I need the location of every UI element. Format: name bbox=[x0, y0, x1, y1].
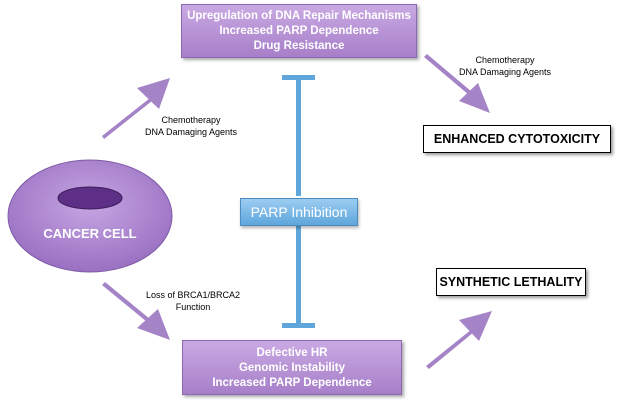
synthetic-lethality-box: SYNTHETIC LETHALITY bbox=[436, 268, 586, 296]
bottom-process-box: Defective HR Genomic Instability Increas… bbox=[182, 340, 402, 395]
top-box-line-3: Drug Resistance bbox=[253, 40, 345, 52]
chemo-label-left-line-2: DNA Damaging Agents bbox=[144, 127, 238, 137]
arrow-cell-to-bottom bbox=[102, 282, 170, 340]
brca-label: Loss of BRCA1/BRCA2 Function bbox=[138, 289, 248, 313]
brca-label-line-1: Loss of BRCA1/BRCA2 bbox=[145, 290, 241, 300]
cancer-cell-shape bbox=[7, 159, 173, 273]
bottom-box-line-3: Increased PARP Dependence bbox=[212, 377, 372, 389]
top-process-box: Upregulation of DNA Repair Mechanisms In… bbox=[181, 4, 417, 58]
bottom-box-line-2: Genomic Instability bbox=[238, 362, 346, 374]
chemo-label-left: Chemotherapy DNA Damaging Agents bbox=[136, 114, 246, 138]
top-box-line-1: Upregulation of DNA Repair Mechanisms bbox=[187, 10, 411, 22]
arrow-bottom-to-lethality bbox=[426, 311, 492, 369]
chemo-label-left-line-1: Chemotherapy bbox=[161, 115, 221, 125]
nucleus-shape bbox=[57, 186, 123, 210]
chemo-label-right-line-1: Chemotherapy bbox=[475, 55, 535, 65]
bottom-box-line-1: Defective HR bbox=[256, 347, 328, 359]
inhibition-bar-top bbox=[282, 75, 315, 196]
chemo-label-right-line-2: DNA Damaging Agents bbox=[458, 67, 552, 77]
parp-inhibition-box: PARP Inhibition bbox=[240, 198, 358, 226]
chemo-label-right: Chemotherapy DNA Damaging Agents bbox=[450, 54, 560, 78]
arrow-top-to-cytotoxicity bbox=[424, 54, 490, 113]
inhibition-bar-bottom bbox=[282, 226, 315, 328]
brca-label-line-2: Function bbox=[175, 302, 211, 312]
enhanced-cytotoxicity-box: ENHANCED CYTOTOXICITY bbox=[423, 125, 611, 153]
cancer-cell-label: CANCER CELL bbox=[43, 226, 137, 241]
arrow-cell-to-top bbox=[102, 78, 170, 139]
top-box-line-2: Increased PARP Dependence bbox=[219, 25, 379, 37]
